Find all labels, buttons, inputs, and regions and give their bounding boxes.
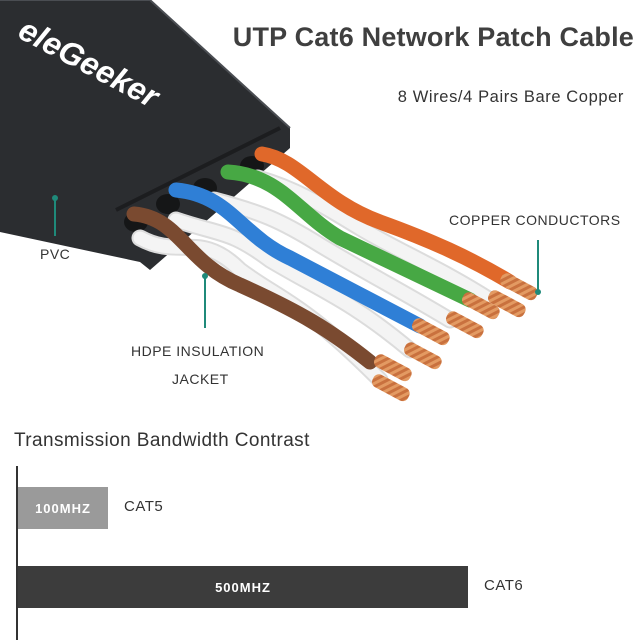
brown-wire: [126, 206, 378, 370]
green-wire: [220, 164, 478, 308]
orange-wire: [254, 146, 518, 290]
copper-tips: [371, 273, 538, 402]
chart-axis: [16, 466, 18, 640]
callout-lines: [54, 198, 539, 328]
blue-wire: [168, 182, 428, 334]
page-subtitle: 8 Wires/4 Pairs Bare Copper: [397, 88, 624, 106]
bandwidth-section-title: Transmission Bandwidth Contrast: [14, 430, 310, 451]
pvc-label: PVC: [40, 246, 71, 262]
copper-conductors-label: COPPER CONDUCTORS: [449, 212, 621, 228]
bar-label-cat5: CAT5: [124, 498, 164, 515]
hdpe-insulation-label: HDPE INSULATION: [131, 343, 265, 359]
page-title: UTP Cat6 Network Patch Cable: [232, 22, 634, 52]
bar-label-cat6: CAT6: [484, 577, 524, 594]
jacket-label: JACKET: [172, 371, 229, 387]
colored-wires: [126, 146, 518, 370]
cable-illustration: eleGeeker: [0, 0, 541, 402]
bar-cat6: 500MHZ: [18, 566, 468, 608]
bar-cat5: 100MHZ: [18, 487, 108, 529]
